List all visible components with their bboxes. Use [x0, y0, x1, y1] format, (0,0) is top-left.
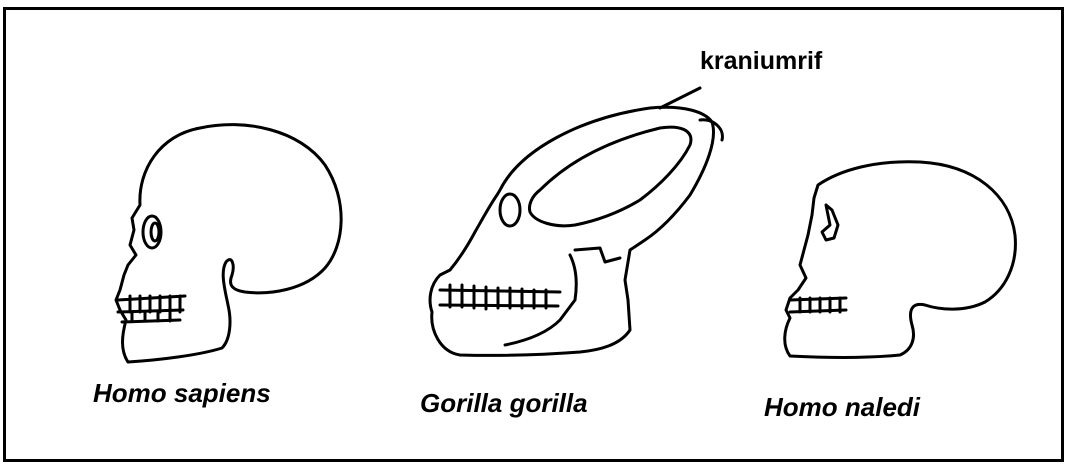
- kraniumrif-label: kraniumrif: [700, 47, 822, 76]
- homo-naledi-label: Homo naledi: [764, 392, 920, 423]
- callout-line: [660, 88, 700, 108]
- gorilla-gorilla-label: Gorilla gorilla: [420, 388, 588, 419]
- homo-sapiens-label: Homo sapiens: [93, 378, 271, 409]
- gorilla-gorilla-skull: [430, 107, 722, 355]
- homo-sapiens-skull: [116, 125, 341, 362]
- homo-naledi-skull: [785, 162, 1016, 358]
